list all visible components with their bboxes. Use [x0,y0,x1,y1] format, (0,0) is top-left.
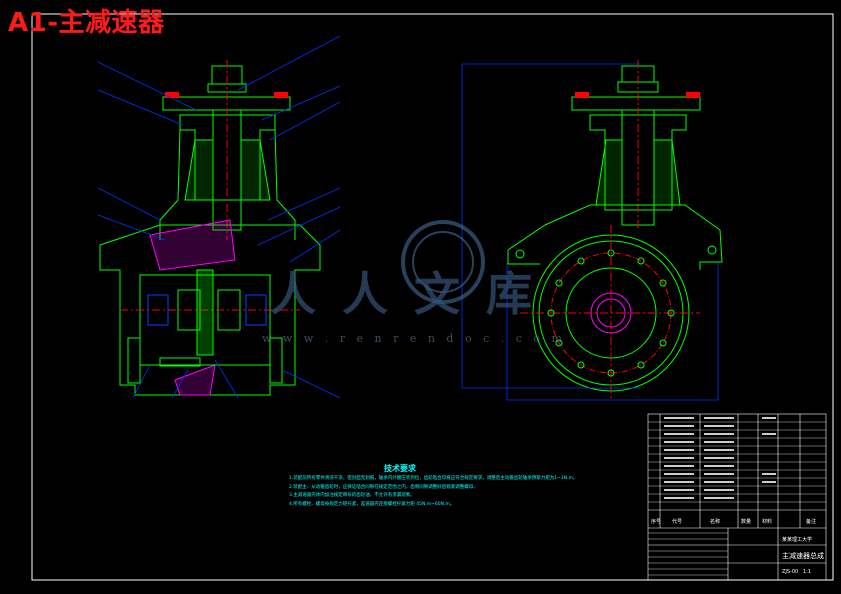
technical-requirements-list: 1.装配前所有零件清洗干净，密封面无划痕，轴承内外圈压装到位，齿轮啮合印痕应符合… [289,475,649,509]
col-header-code: 代号 [672,519,683,525]
parts-list-rows [648,421,826,576]
drawing-scale: 1:1 [803,569,812,575]
col-header-name: 名称 [710,519,721,525]
leader-lines-left [97,35,341,399]
technical-requirements-heading: 技术要求 [384,464,416,473]
col-header-index: 序号 [651,519,662,525]
watermark-chars: 人人文库 [270,267,558,321]
watermark-url: w w w . r e n r e n d o c . c o m [262,332,566,345]
school-name: 某某理工大学 [782,537,813,543]
parts-list-table [647,413,827,581]
requirement-item: 2.装配主、从动锥齿轮时，应保证啮合间隙在规定范围之内，齿侧间隙调整好后锁紧调整… [289,484,478,490]
parts-list-text-marks [664,417,776,499]
col-header-remark: 备注 [806,519,817,525]
watermark-emblem [401,220,485,304]
col-header-material: 材料 [762,519,773,525]
drawing-title: A1-主减速器 [8,8,165,38]
drawing-number: ZJS-00 [782,569,799,575]
front-view [507,60,723,400]
drawing-frame [31,13,834,581]
requirement-item: 1.装配前所有零件清洗干净，密封面无划痕，轴承内外圈压装到位，齿轮啮合印痕应符合… [289,476,578,481]
requirement-item: 3.主减速器壳体内加注规定牌号的齿轮油，不允许有渗漏现象。 [289,493,415,498]
requirement-item: 4.所有螺栓、螺母按规定力矩拧紧，差速器壳连接螺栓拧紧力矩 45N.m~60N.… [289,501,455,507]
col-header-qty: 数量 [741,519,752,525]
drawing-name: 主减速器总成 [782,552,824,560]
section-view [99,60,321,396]
